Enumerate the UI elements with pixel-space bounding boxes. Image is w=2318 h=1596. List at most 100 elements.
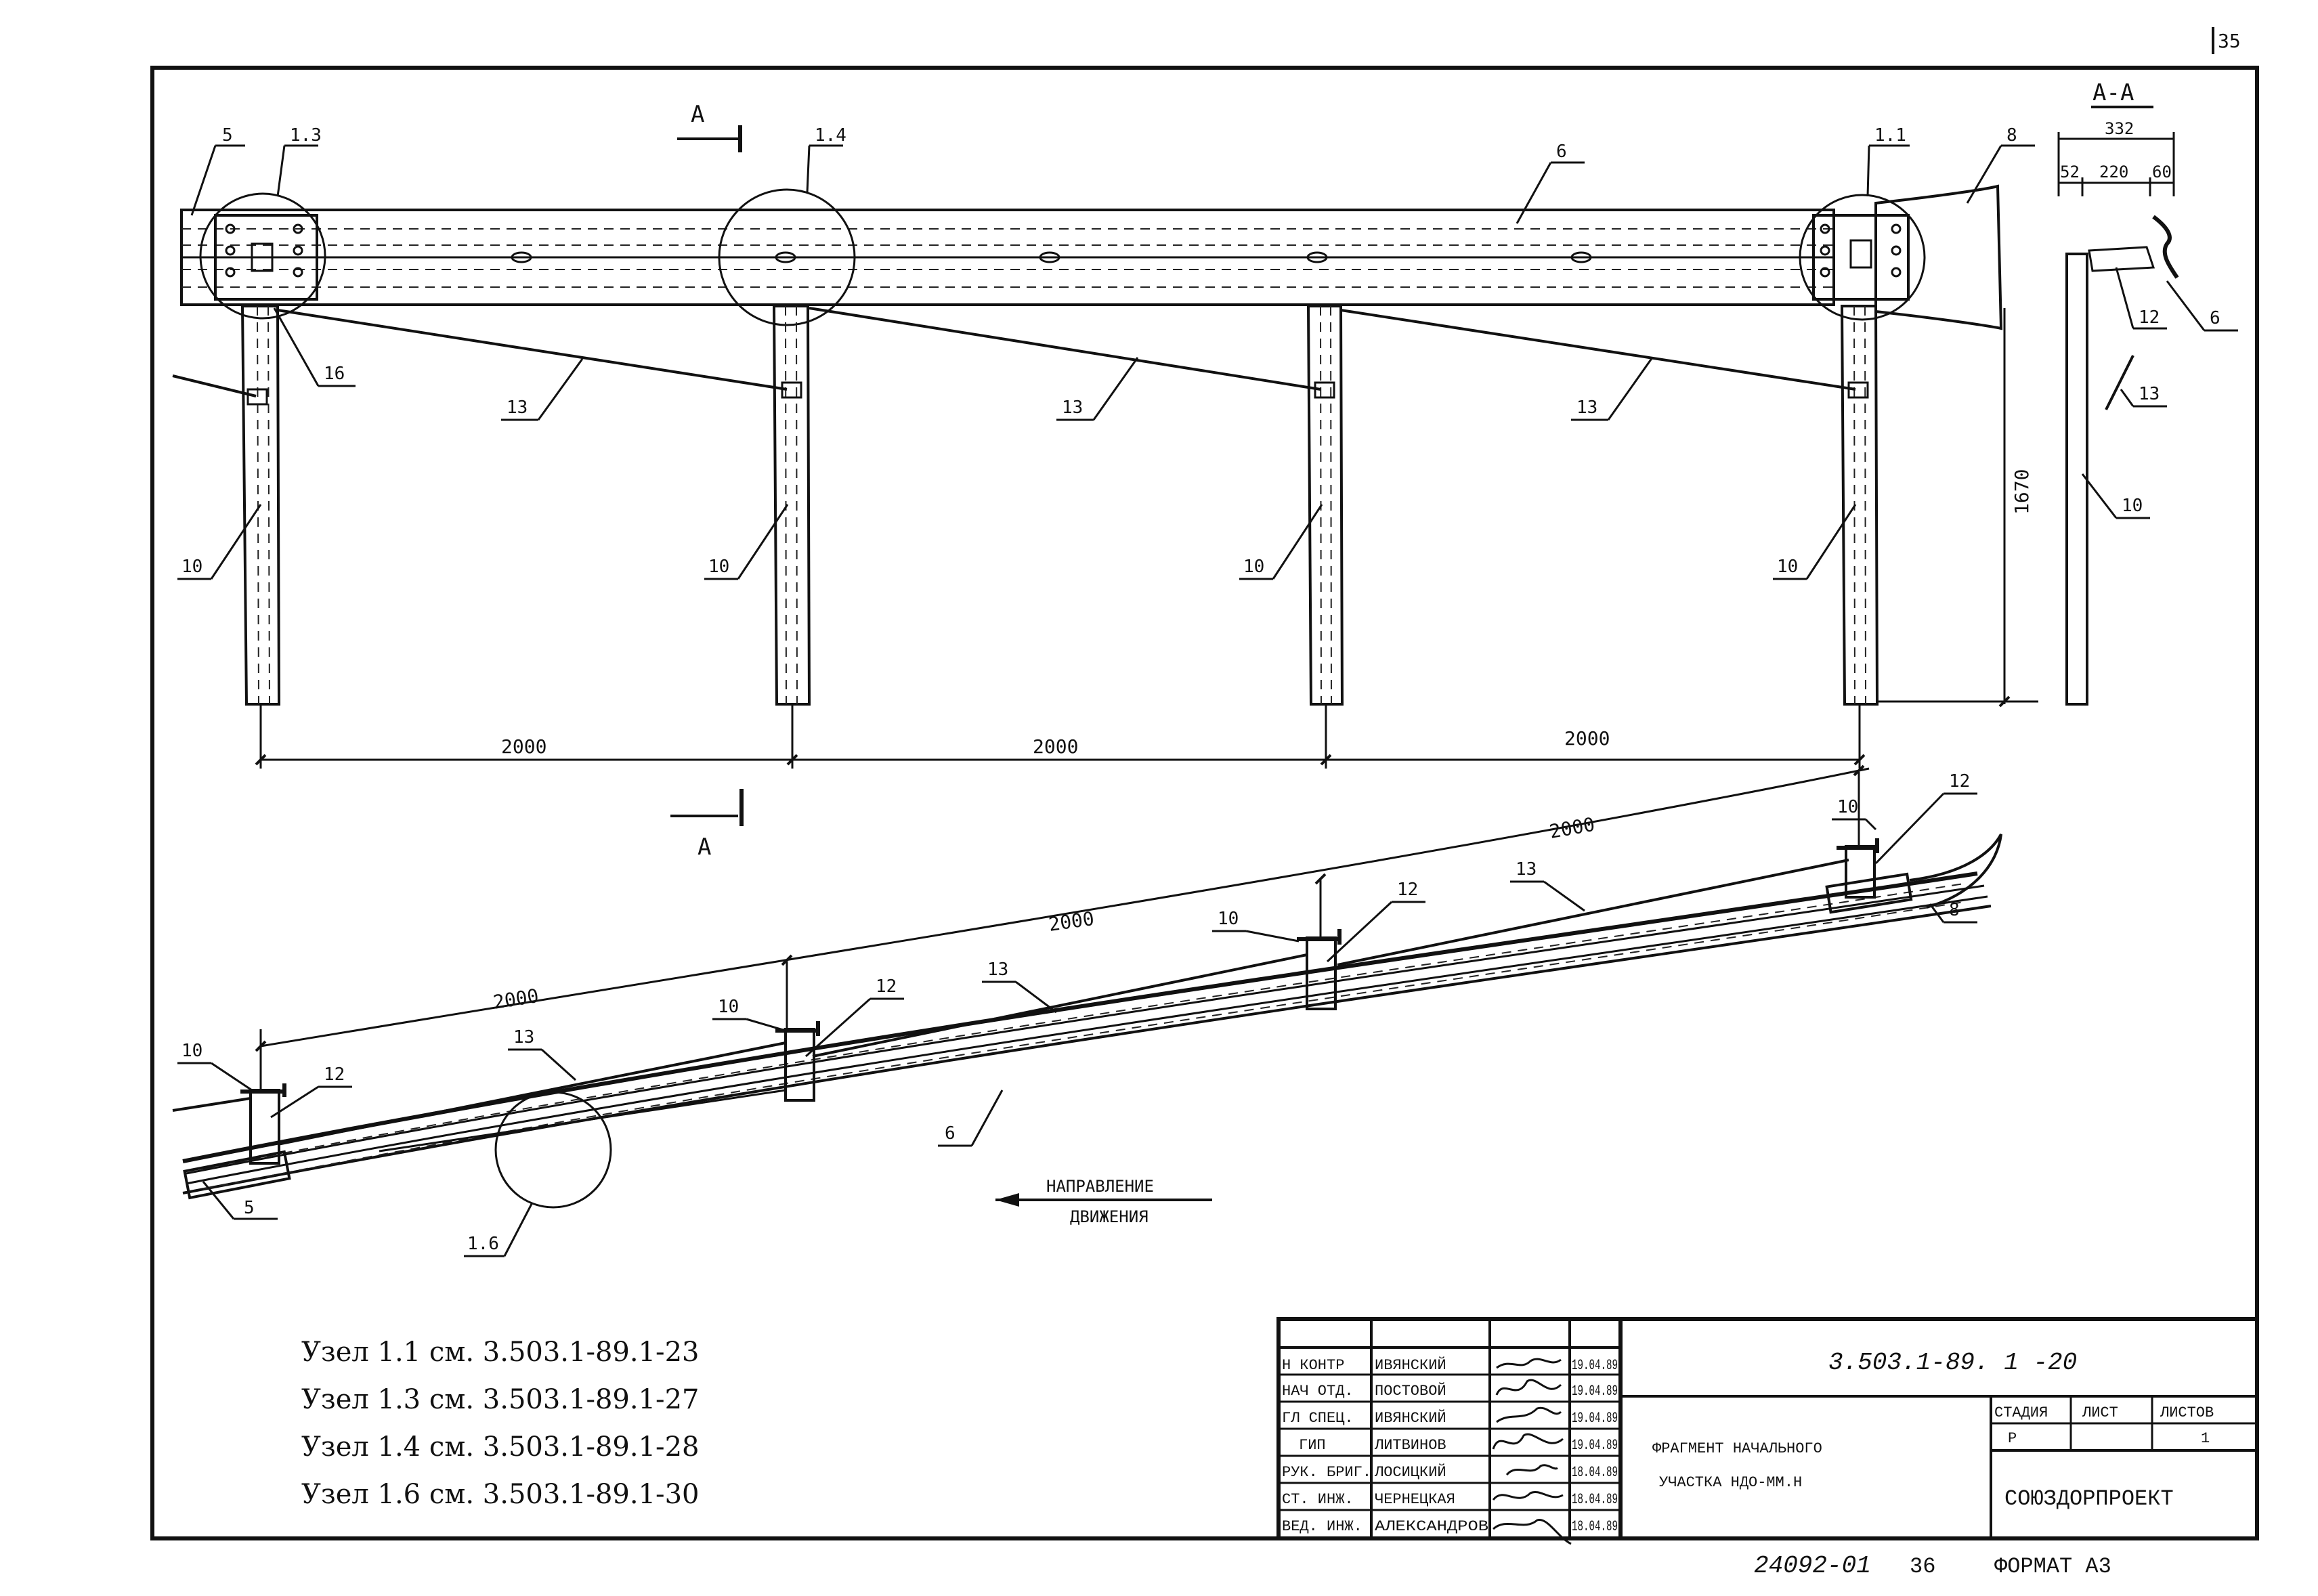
callout-6: 6 bbox=[1516, 142, 1585, 224]
node-note-2: Узел 1.3 см. 3.503.1-89.1-27 bbox=[301, 1384, 699, 1415]
svg-text:НАПРАВЛЕНИЕ: НАПРАВЛЕНИЕ bbox=[1046, 1177, 1154, 1196]
splice-plate-end bbox=[1812, 214, 1910, 301]
sec-dim-left: 52 bbox=[2060, 163, 2080, 181]
sheet-header: ЛИСТ bbox=[2082, 1404, 2118, 1421]
height-dimension bbox=[1877, 308, 2038, 708]
svg-text:10: 10 bbox=[1777, 557, 1798, 577]
sec-callout-6: 6 bbox=[2166, 280, 2238, 332]
section-a-a-view: А-А 332 52 220 60 12 6 13 10 bbox=[2057, 79, 2238, 706]
plan-callout-8: 8 bbox=[1929, 900, 1977, 924]
svg-text:6: 6 bbox=[1556, 142, 1567, 162]
plan-callout-12-d: 12 bbox=[270, 1064, 352, 1119]
sec-callout-10: 10 bbox=[2081, 473, 2150, 519]
plan-dimension-line bbox=[255, 764, 1870, 1092]
svg-text:6: 6 bbox=[945, 1123, 956, 1144]
dim-height: 1670 bbox=[2011, 469, 2033, 515]
plan-callout-12-end: 12 bbox=[1874, 771, 1977, 865]
svg-text:10: 10 bbox=[1243, 557, 1264, 577]
signature-2 bbox=[1496, 1406, 1562, 1423]
inventory-number: 24092-01 bbox=[1754, 1552, 1871, 1580]
plan-callout-10-b: 10 bbox=[1212, 909, 1300, 943]
name-5: ЧЕРНЕЦКАЯ bbox=[1375, 1491, 1455, 1508]
node-note-4: Узел 1.6 см. 3.503.1-89.1-30 bbox=[301, 1479, 699, 1510]
svg-text:12: 12 bbox=[1397, 880, 1418, 900]
signature-6 bbox=[1492, 1519, 1572, 1545]
callout-10-a: 10 bbox=[177, 504, 262, 580]
plan-callout-13-b: 13 bbox=[982, 959, 1057, 1014]
svg-text:5: 5 bbox=[244, 1198, 255, 1218]
name-6: АЛЕКСАНДРОВ bbox=[1375, 1518, 1488, 1535]
name-3: ЛИТВИНОВ bbox=[1374, 1437, 1446, 1454]
post-1 bbox=[240, 305, 281, 706]
plan-callout-10-d: 10 bbox=[177, 1041, 253, 1092]
svg-text:10: 10 bbox=[1837, 797, 1858, 817]
plan-callout-5: 5 bbox=[202, 1181, 278, 1220]
callout-16: 16 bbox=[273, 307, 356, 387]
name-2: ИВЯНСКИЙ bbox=[1375, 1409, 1446, 1427]
svg-text:1.4: 1.4 bbox=[815, 125, 846, 146]
svg-text:10: 10 bbox=[1218, 909, 1239, 929]
plan-callout-13-c: 13 bbox=[508, 1027, 577, 1081]
callout-5: 5 bbox=[190, 125, 245, 216]
plan-brace-3 bbox=[1337, 859, 1849, 966]
node-notes: Узел 1.1 см. 3.503.1-89.1-23 Узел 1.3 см… bbox=[301, 1337, 699, 1510]
plan-callout-10-end: 10 bbox=[1832, 797, 1877, 831]
brace-clamp-2 bbox=[781, 381, 802, 399]
elevation-dimension-line bbox=[255, 704, 1866, 769]
brace-2 bbox=[809, 307, 1321, 391]
page-number: 35 bbox=[2218, 30, 2241, 52]
brace-clamp-3 bbox=[1314, 381, 1335, 399]
dim-span-2: 2000 bbox=[1033, 735, 1078, 758]
brace-clamp-1 bbox=[246, 388, 268, 406]
svg-text:ДВИЖЕНИЯ: ДВИЖЕНИЯ bbox=[1070, 1207, 1149, 1226]
plan-plate-end bbox=[1825, 872, 1913, 914]
brace-3 bbox=[1340, 309, 1856, 391]
node-circle-1-4 bbox=[718, 188, 856, 326]
callout-13-d: 13 bbox=[1571, 357, 1654, 421]
node-circle-1-1 bbox=[1799, 194, 1926, 321]
name-0: ИВЯНСКИЙ bbox=[1375, 1356, 1446, 1374]
callout-10-d: 10 bbox=[1773, 504, 1857, 580]
doc-code: 3.503.1-89. 1 -20 bbox=[1828, 1349, 2077, 1377]
plan-callout-12-b: 12 bbox=[1326, 880, 1425, 963]
sheets-header: ЛИСТОВ bbox=[2160, 1404, 2214, 1421]
title-line-2: УЧАСТКА НДО-ММ.Н bbox=[1659, 1474, 1802, 1491]
role-2: ГЛ СПЕЦ. bbox=[1282, 1410, 1354, 1427]
svg-text:13: 13 bbox=[1516, 859, 1537, 880]
sec-dim-total: 332 bbox=[2105, 119, 2134, 138]
drawing-frame bbox=[150, 66, 2259, 1540]
callout-10-b: 10 bbox=[704, 504, 789, 580]
svg-text:8: 8 bbox=[2006, 125, 2017, 146]
plan-callout-13-a: 13 bbox=[1510, 859, 1585, 912]
section-title: А-А bbox=[2092, 79, 2134, 106]
elevation-view: А bbox=[172, 101, 2038, 769]
role-3: ГИП bbox=[1299, 1437, 1326, 1454]
dim-span-1: 2000 bbox=[501, 735, 546, 758]
date-1: 19.04.89 bbox=[1572, 1383, 1618, 1400]
svg-text:16: 16 bbox=[324, 364, 345, 384]
footer-page: 36 bbox=[1910, 1554, 1935, 1579]
plan-post-1 bbox=[240, 1083, 286, 1165]
plan-dim-2: 2000 bbox=[1047, 907, 1095, 936]
plan-callout-6: 6 bbox=[938, 1090, 1004, 1147]
sheets-value: 1 bbox=[2201, 1430, 2210, 1447]
name-1: ПОСТОВОЙ bbox=[1375, 1382, 1446, 1400]
svg-text:13: 13 bbox=[2139, 384, 2160, 404]
post-4 bbox=[1840, 305, 1879, 706]
date-3: 19.04.89 bbox=[1572, 1437, 1618, 1454]
svg-text:5: 5 bbox=[222, 125, 233, 146]
svg-text:1.6: 1.6 bbox=[467, 1234, 499, 1254]
section-bracket bbox=[2088, 246, 2155, 272]
plan-callout-12-c: 12 bbox=[804, 976, 904, 1058]
svg-text:1.1: 1.1 bbox=[1874, 125, 1906, 146]
node-note-1: Узел 1.1 см. 3.503.1-89.1-23 bbox=[301, 1337, 699, 1368]
role-1: НАЧ ОТД. bbox=[1282, 1383, 1354, 1400]
role-5: СТ. ИНЖ. bbox=[1282, 1491, 1354, 1508]
date-2: 19.04.89 bbox=[1572, 1410, 1618, 1427]
title-line-1: ФРАГМЕНТ НАЧАЛЬНОГО bbox=[1652, 1440, 1822, 1457]
svg-text:6: 6 bbox=[2210, 308, 2220, 328]
sec-dim-right: 60 bbox=[2152, 163, 2172, 181]
organization: СОЮЗДОРПРОЕКТ bbox=[2004, 1486, 2174, 1511]
svg-text:13: 13 bbox=[987, 959, 1008, 980]
